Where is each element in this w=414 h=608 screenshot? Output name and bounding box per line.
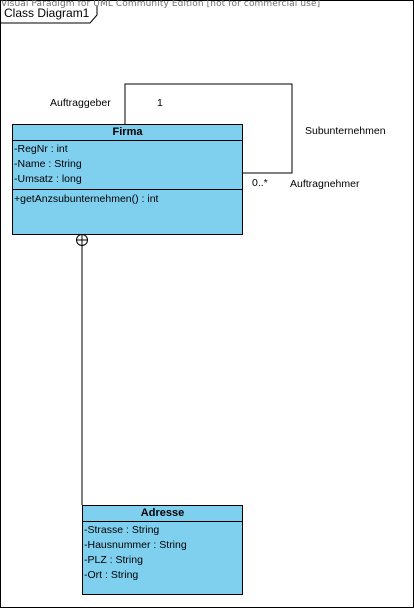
attribute-item: -Hausnummer : String	[84, 539, 187, 551]
multiplicity-source: 1	[157, 97, 163, 109]
diagram-tab-border	[0, 6, 98, 24]
attribute-item: -Umsatz : long	[14, 173, 82, 185]
attribute-item: -PLZ : String	[84, 554, 143, 566]
role-label-source: Auftraggeber	[50, 97, 111, 109]
class-name: Firma	[13, 125, 242, 141]
multiplicity-target: 0..*	[252, 177, 268, 189]
watermark: Visual Paradigm for UML Community Editio…	[1, 0, 321, 9]
operation-item: +getAnzsubunternehmen() : int	[14, 193, 159, 205]
association-name: Subunternehmen	[305, 125, 386, 137]
class-adresse[interactable]: Adresse -Strasse : String -Hausnummer : …	[82, 505, 243, 595]
attribute-item: -Ort : String	[84, 569, 139, 581]
attribute-item: -Name : String	[14, 158, 82, 170]
attribute-compartment: -RegNr : int -Name : String -Umsatz : lo…	[13, 141, 242, 190]
role-label-target: Auftragnehmer	[290, 178, 360, 190]
operation-compartment: +getAnzsubunternehmen() : int	[13, 190, 242, 207]
attribute-item: -RegNr : int	[14, 143, 68, 155]
diagram-title: Class Diagram1	[4, 6, 90, 20]
attribute-item: -Strasse : String	[84, 524, 160, 536]
attribute-compartment: -Strasse : String -Hausnummer : String -…	[83, 522, 242, 585]
self-association-line[interactable]	[124, 83, 293, 174]
class-name: Adresse	[83, 506, 242, 522]
class-firma[interactable]: Firma -RegNr : int -Name : String -Umsat…	[12, 124, 243, 235]
